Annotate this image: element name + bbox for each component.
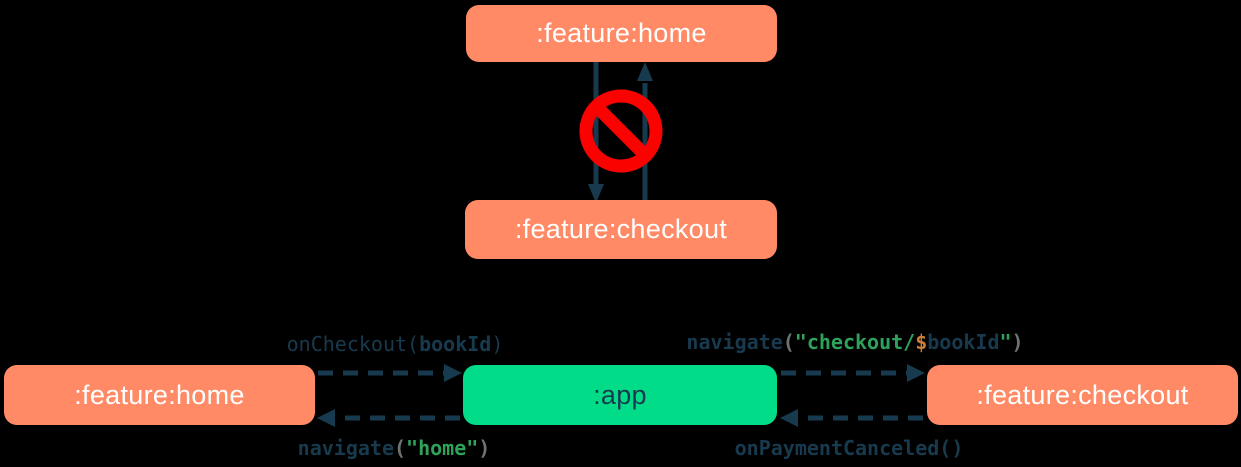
code-label-navigate-checkout: navigate("checkout/$bookId") — [686, 328, 1023, 356]
code-paren: ( — [782, 330, 795, 354]
module-box-feature-checkout-top: :feature:checkout — [465, 200, 777, 259]
code-paren: ) — [1011, 330, 1024, 354]
module-label: :feature:checkout — [514, 214, 728, 244]
code-fn: onCheckout( — [286, 332, 420, 356]
module-label: :feature:home — [74, 379, 245, 410]
code-label-navigate-home: navigate("home") — [298, 434, 491, 462]
code-label-onpaymentcanceled: onPaymentCanceled() — [735, 434, 964, 462]
module-label: :feature:checkout — [976, 379, 1189, 410]
code-paren: ( — [393, 436, 407, 460]
code-fn: onPaymentCanceled() — [734, 436, 964, 460]
code-paren: ) — [478, 436, 491, 460]
code-paren: ) — [491, 332, 504, 356]
event-arrow-home-to-app — [318, 364, 462, 382]
code-label-oncheckout: onCheckout(bookId) — [287, 330, 504, 358]
module-label: :feature:home — [536, 18, 707, 48]
module-box-app: :app — [463, 365, 777, 425]
module-box-feature-home-bottom: :feature:home — [4, 365, 315, 425]
navigate-arrow-app-to-home — [317, 409, 460, 427]
code-fn: navigate — [297, 436, 394, 460]
code-string: "home" — [406, 436, 479, 460]
module-box-feature-checkout-bottom: :feature:checkout — [927, 365, 1238, 425]
code-string: "checkout/ — [794, 330, 916, 354]
navigate-arrow-app-to-checkout — [781, 364, 925, 382]
event-arrow-checkout-to-app — [780, 409, 923, 427]
code-fn: navigate — [686, 330, 783, 354]
code-string: " — [999, 330, 1012, 354]
module-box-feature-home-top: :feature:home — [466, 5, 777, 62]
code-var: bookId — [927, 330, 1000, 354]
code-dollar: $ — [915, 330, 928, 354]
dependency-arrow-home-to-checkout — [588, 61, 604, 203]
module-label: :app — [593, 379, 647, 410]
code-arg: bookId — [419, 332, 492, 356]
dependency-arrow-checkout-to-home — [637, 62, 653, 200]
no-entry-icon — [579, 89, 663, 173]
